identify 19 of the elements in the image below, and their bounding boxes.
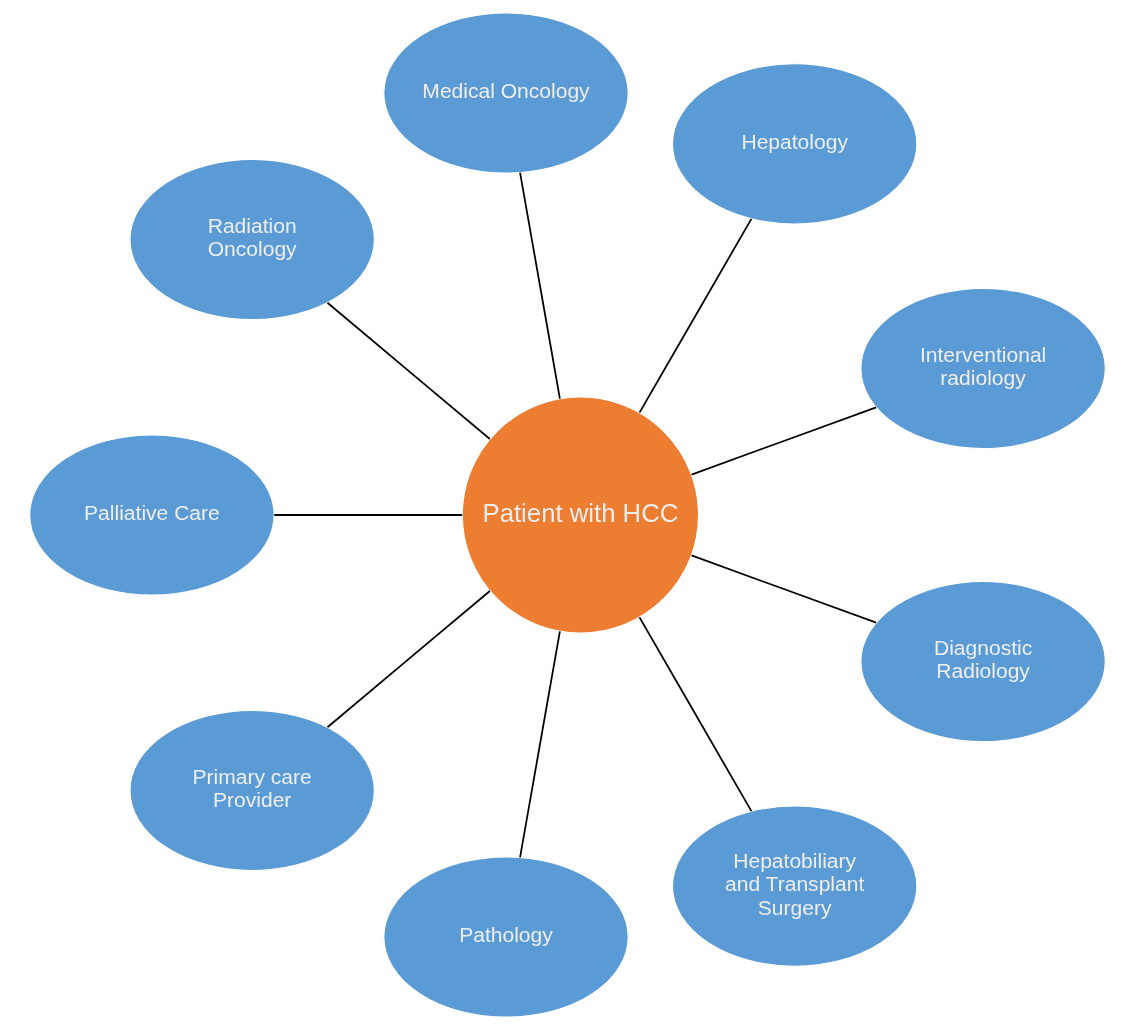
node-ellipse: Palliative Care: [29, 434, 275, 596]
connector: [638, 218, 753, 414]
node-ellipse: Interventional radiology: [860, 287, 1106, 450]
connector: [690, 554, 878, 624]
connector: [519, 171, 561, 400]
connector: [326, 590, 491, 729]
node-ellipse: Diagnostic Radiology: [860, 580, 1106, 743]
node-ellipse: Hepatobiliary and Transplant Surgery: [671, 805, 918, 967]
connector: [273, 514, 464, 516]
connector: [326, 301, 491, 440]
connector: [519, 630, 561, 859]
connector: [690, 406, 878, 476]
node-ellipse: Pathology: [383, 856, 629, 1018]
node-circle: Patient with HCC: [461, 396, 700, 634]
node-ellipse: Hepatology: [671, 63, 918, 225]
node-ellipse: Radiation Oncology: [129, 158, 375, 321]
node-ellipse: Primary care Provider: [129, 709, 375, 872]
node-ellipse: Medical Oncology: [383, 12, 629, 174]
connector: [638, 616, 753, 812]
